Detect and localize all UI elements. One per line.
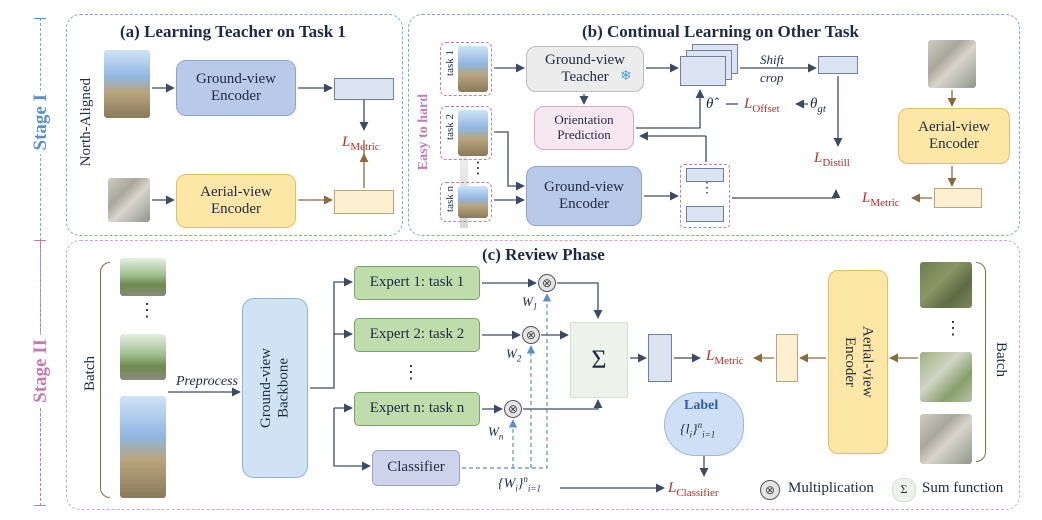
connectors [0,0,1042,520]
